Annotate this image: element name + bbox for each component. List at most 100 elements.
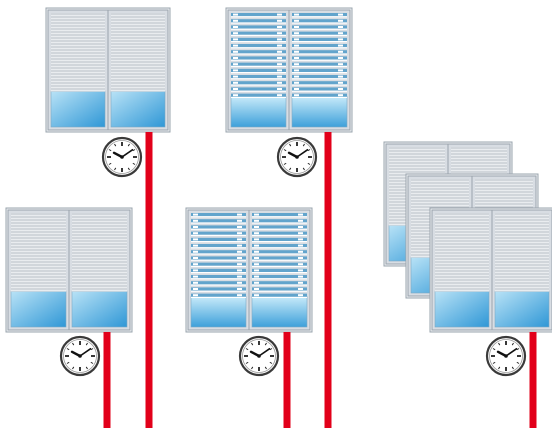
shutter-slat	[231, 75, 286, 79]
shutter-gap	[252, 216, 307, 218]
shutter-slat	[231, 19, 286, 23]
slat-hook	[298, 294, 303, 297]
slat-hook	[294, 75, 299, 78]
shutter-gap	[231, 34, 286, 36]
slat-hook	[233, 32, 238, 35]
slat-hook	[294, 81, 299, 84]
clock-tick	[269, 348, 273, 351]
shutter-gap	[292, 90, 347, 92]
shutter-slat	[252, 287, 307, 291]
shutter-gap	[231, 47, 286, 49]
window-glass	[110, 91, 166, 128]
clock-pivot	[257, 354, 261, 358]
shutter-slat	[231, 87, 286, 91]
clock-tick	[264, 366, 267, 370]
slat-hook	[254, 263, 259, 266]
slat-hook	[338, 81, 343, 84]
slat-hook	[298, 257, 303, 259]
slat-hook	[338, 75, 343, 78]
slat-hook	[294, 88, 299, 90]
slat-hook	[193, 269, 198, 272]
window-leaf	[491, 209, 552, 331]
clock-tick	[289, 143, 292, 147]
shutter-slat	[191, 281, 246, 285]
slat-hook	[277, 94, 282, 97]
clock-tick	[127, 143, 130, 147]
clock-pivot	[78, 354, 82, 358]
clock-tick	[90, 361, 94, 364]
slat-hook	[254, 219, 259, 222]
shutter-gap	[292, 59, 347, 61]
slat-hook	[298, 238, 303, 241]
window-glass	[230, 96, 287, 128]
slat-hook	[277, 69, 282, 72]
clock-minute-hand	[505, 347, 518, 357]
shutter-slat	[191, 244, 246, 248]
slat-hook	[233, 94, 238, 97]
slat-hook	[233, 69, 238, 72]
control-cable-icon	[283, 332, 291, 428]
slat-hook	[338, 44, 343, 47]
slat-hook	[338, 19, 343, 22]
slat-hook	[237, 238, 242, 241]
shutter-gap	[252, 228, 307, 230]
slat-hook	[338, 88, 343, 90]
window-glass	[10, 291, 67, 328]
unit-top-middle	[225, 7, 353, 133]
clock-tick	[85, 342, 88, 346]
shutter-gap	[252, 259, 307, 261]
unit-right-stack-front	[429, 207, 552, 333]
roller-shutter-icon	[292, 13, 347, 98]
control-cable-icon	[103, 332, 111, 428]
shutter-slat	[231, 25, 286, 29]
slat-hook	[298, 232, 303, 235]
shutter-gap	[292, 34, 347, 36]
shutter-slat	[252, 225, 307, 229]
shutter-slat	[292, 19, 347, 23]
clock-pivot	[504, 354, 508, 358]
shutter-slat	[191, 275, 246, 279]
shutter-gap	[191, 265, 246, 267]
shutter-gap	[231, 41, 286, 43]
window-glass	[71, 291, 128, 328]
slat-hook	[294, 19, 299, 22]
clock-tick	[516, 361, 520, 364]
clock-inner-rim	[63, 339, 97, 373]
clock-tick	[132, 162, 136, 165]
shutter-slat	[252, 231, 307, 235]
shutter-gap	[252, 278, 307, 280]
shutter-slat	[231, 31, 286, 35]
slat-hook	[338, 57, 343, 59]
slat-hook	[237, 257, 242, 259]
clock-tick	[498, 366, 501, 370]
slat-hook	[338, 32, 343, 35]
shutter-slat	[292, 62, 347, 66]
roller-shutter-icon	[252, 213, 307, 298]
slat-hook	[298, 219, 303, 222]
slat-hook	[277, 63, 282, 66]
slat-hook	[237, 213, 242, 216]
window-leaf	[288, 9, 351, 131]
clock-icon	[485, 335, 527, 377]
shutter-slat	[191, 287, 246, 291]
slat-hook	[237, 281, 242, 284]
shutter-slat	[252, 281, 307, 285]
window-leaf	[7, 209, 70, 331]
shutter-gap	[191, 216, 246, 218]
clock-tick	[114, 167, 117, 171]
clock-minute-hand	[296, 148, 309, 158]
window-glass	[434, 291, 490, 328]
clock-tick	[251, 342, 254, 346]
window-leaf	[187, 209, 250, 331]
window-leaf	[227, 9, 290, 131]
slat-hook	[254, 257, 259, 259]
shutter-slat	[292, 37, 347, 41]
clock-tick	[492, 361, 496, 364]
shutter-gap	[252, 247, 307, 249]
clock-tick	[516, 348, 520, 351]
slat-hook	[233, 44, 238, 47]
shutter-gap	[252, 265, 307, 267]
slat-hook	[193, 213, 198, 216]
slat-hook	[254, 226, 259, 228]
window-glass	[494, 291, 550, 328]
